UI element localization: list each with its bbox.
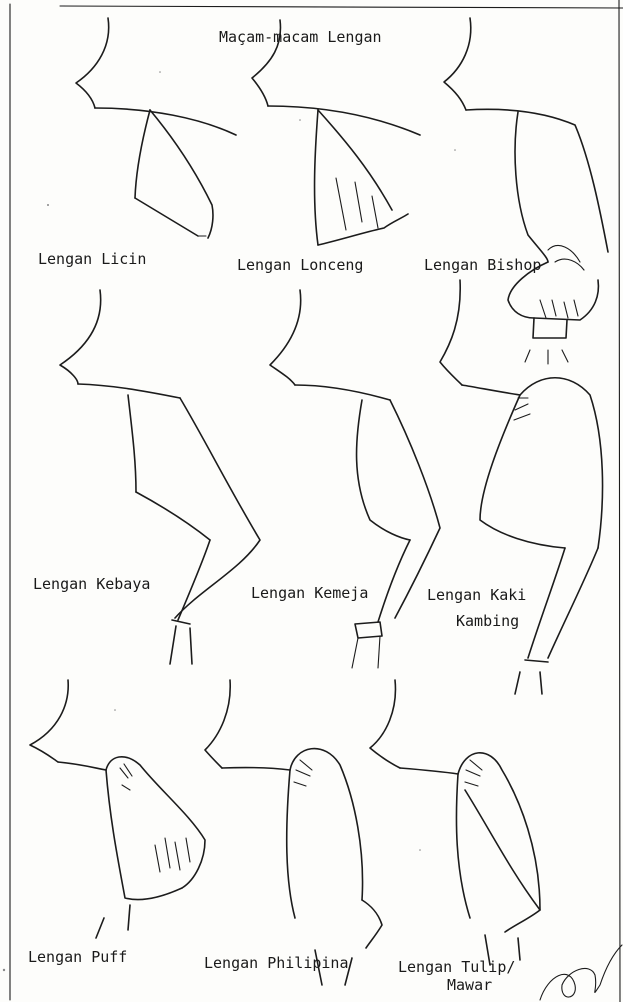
label-lengan-kemeja: Lengan Kemeja — [251, 584, 368, 602]
label-lengan-bishop: Lengan Bishop — [424, 256, 541, 274]
drawing-lengan-kemeja — [270, 290, 440, 668]
label-lengan-kebaya: Lengan Kebaya — [33, 575, 150, 593]
drawing-lengan-licin — [76, 18, 236, 238]
label-lengan-puff: Lengan Puff — [28, 948, 127, 966]
label-lengan-tulip: Lengan Tulip/ — [398, 958, 515, 976]
label-lengan-licin: Lengan Licin — [38, 250, 146, 268]
label-lengan-kaki: Lengan Kaki — [427, 586, 526, 604]
handwritten-signature — [540, 945, 622, 1000]
drawing-lengan-bishop — [444, 18, 608, 364]
drawing-lengan-kaki-kambing — [440, 280, 603, 694]
label-mawar: Mawar — [447, 976, 492, 994]
drawing-lengan-lonceng — [252, 20, 420, 245]
page-title: Maçam-macam Lengan — [219, 28, 382, 46]
label-kambing: Kambing — [456, 612, 519, 630]
page-top-border — [60, 6, 623, 8]
drawing-lengan-philipina — [205, 680, 382, 985]
label-lengan-philipina: Lengan Philipina — [204, 954, 349, 972]
scan-specks — [3, 71, 456, 971]
drawing-lengan-kebaya — [60, 290, 260, 664]
label-lengan-lonceng: Lengan Lonceng — [237, 256, 363, 274]
drawing-lengan-puff — [30, 680, 205, 938]
drawing-lengan-tulip — [370, 680, 540, 965]
page-right-border — [619, 0, 620, 1002]
